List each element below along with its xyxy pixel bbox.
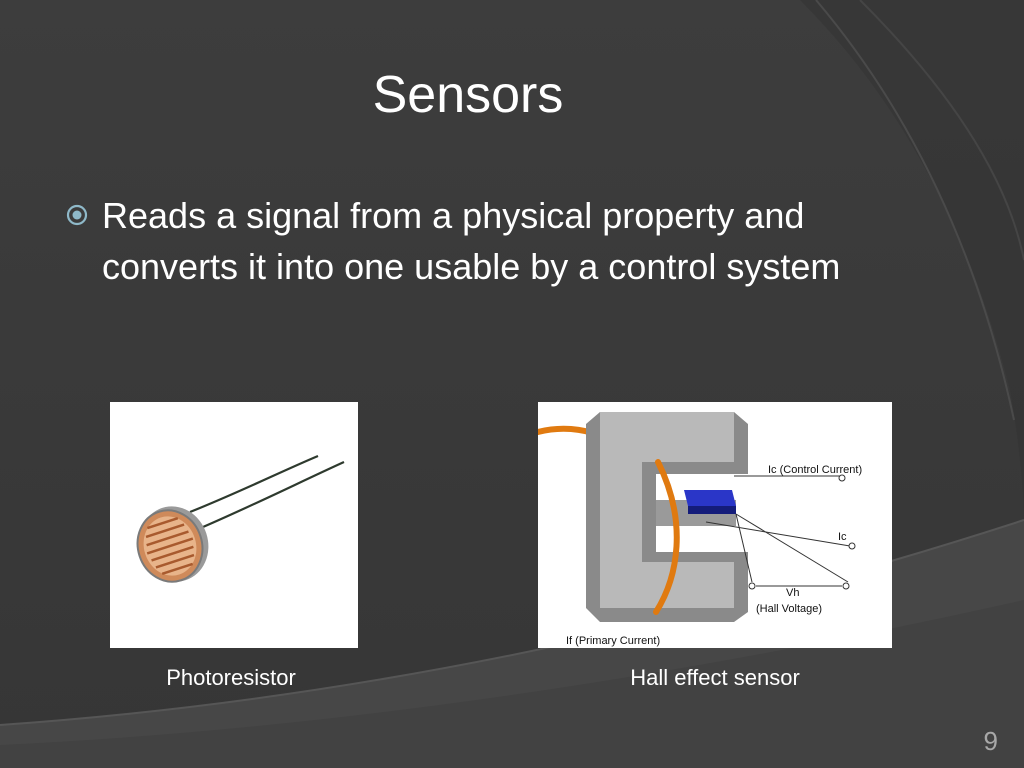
photoresistor-image <box>110 402 358 648</box>
circle-bullet-icon <box>66 204 88 226</box>
ic-label: Ic <box>838 531 847 543</box>
slide-number: 9 <box>983 726 998 756</box>
primary-current-label: If (Primary Current) <box>566 635 660 647</box>
photoresistor-caption: Photoresistor <box>166 665 296 690</box>
hall-effect-diagram: Ic (Control Current) Ic Vh (Hall Voltage… <box>538 412 862 647</box>
photoresistor-drawing <box>136 454 345 583</box>
control-current-label: Ic (Control Current) <box>768 464 862 476</box>
bullet-text: Reads a signal from a physical property … <box>102 195 841 287</box>
hall-effect-sensor-image: Ic (Control Current) Ic Vh (Hall Voltage… <box>538 402 892 648</box>
bullet-item: Reads a signal from a physical property … <box>66 190 886 292</box>
hall-voltage-label: (Hall Voltage) <box>756 603 822 615</box>
hall-effect-caption: Hall effect sensor <box>630 665 800 690</box>
vh-label: Vh <box>786 587 799 599</box>
slide-title: Sensors <box>372 66 564 124</box>
